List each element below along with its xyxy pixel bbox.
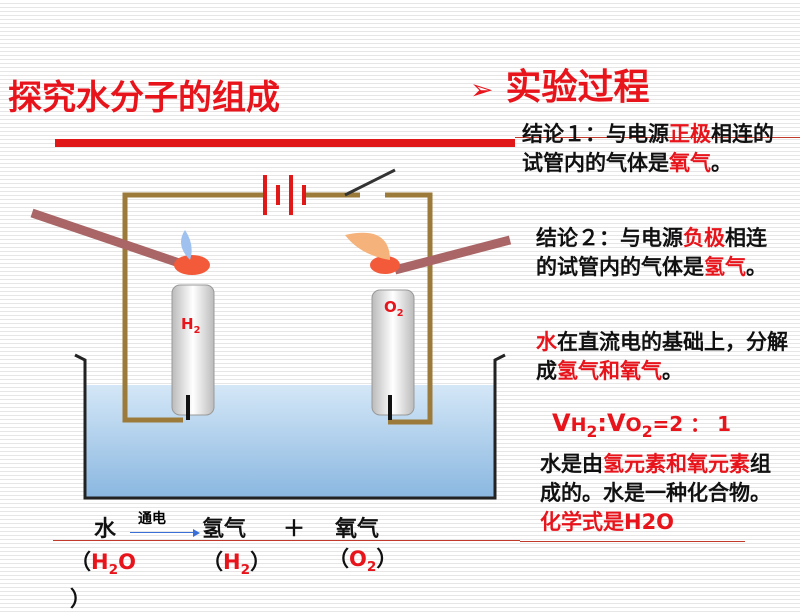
equation-oxygen: 氧气 <box>335 517 380 542</box>
tube-left-label: H2 <box>181 315 201 336</box>
electrolysis-apparatus <box>30 168 512 500</box>
title-underline <box>55 139 515 147</box>
arrow-head <box>193 529 200 537</box>
formula-oxygen: （O2） <box>328 547 398 576</box>
conclusion-1: 结论１：与电源正极相连的试管内的气体是氧气。 <box>522 122 774 175</box>
test-tube-right <box>371 289 415 420</box>
tube-right-label: O2 <box>384 298 404 319</box>
equation-condition: 通电 <box>138 511 166 527</box>
battery-icon <box>263 175 306 215</box>
equation-hydrogen: 氢气 <box>202 517 247 542</box>
equation-rule <box>53 540 520 541</box>
composition-rule <box>520 541 745 542</box>
volume-ratio: VH2:VO2=2 ： 1 <box>552 409 732 441</box>
conclusion-2: 结论２：与电源负极相连的试管内的气体是氢气。 <box>536 226 767 279</box>
section-heading: ➢实验过程 <box>470 67 650 108</box>
composition: 水是由氢元素和氧元素组成的。水是一种化合物。化学式是H2O <box>540 452 771 534</box>
arrow-icon <box>130 532 195 533</box>
equation-plus: ＋ <box>283 517 306 542</box>
splint-right <box>345 232 512 275</box>
test-tube-left <box>171 284 215 420</box>
formula-hydrogen: （H2） <box>202 550 272 579</box>
bullet-arrow-icon: ➢ <box>470 73 494 106</box>
beaker <box>74 353 506 500</box>
circuit-wire <box>122 168 433 425</box>
page-title: 探究水分子的组成 <box>8 78 280 118</box>
splint-left <box>30 208 210 275</box>
equation-water: 水 <box>94 517 117 542</box>
formula-water: （H2O） <box>70 550 136 612</box>
summary: 水在直流电的基础上，分解成氢气和氧气。 <box>536 330 788 383</box>
title-rule <box>515 137 800 138</box>
